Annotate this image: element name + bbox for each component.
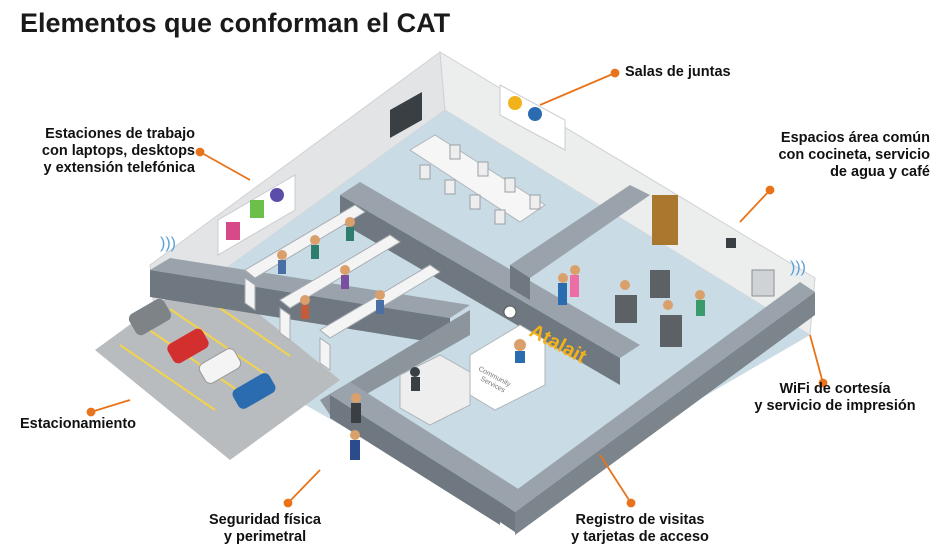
label-seguridad: Seguridad física y perimetral	[208, 512, 321, 545]
wifi-icon: )))	[160, 235, 176, 252]
label-wifi: WiFi de cortesía y servicio de impresión	[754, 381, 916, 414]
wall-right-top	[500, 282, 815, 512]
cafe-table	[660, 315, 682, 347]
car-icon	[167, 328, 209, 364]
security-guard	[350, 430, 360, 440]
grid-chart-icon	[250, 200, 264, 218]
label-estaciones: Estaciones de trabajo con laptops, deskt…	[41, 126, 195, 176]
wifi-icon: )))	[790, 259, 806, 276]
tv-screen	[390, 92, 422, 138]
label-salas: Salas de juntas	[625, 64, 731, 80]
clock-icon	[503, 305, 517, 319]
bookshelf	[652, 195, 678, 245]
wall-right-face	[500, 502, 515, 532]
pie-chart-icon	[508, 96, 522, 110]
callout-lines	[86, 68, 828, 508]
label-estacionamiento: Estacionamiento	[20, 416, 137, 432]
pie-chart-icon	[528, 107, 542, 121]
conference-table	[409, 134, 546, 223]
wall-front-left-face	[150, 270, 450, 345]
wall-right-outer	[515, 292, 815, 535]
car-icon	[198, 348, 242, 384]
car-icon	[232, 373, 276, 409]
page-title: Elementos que conforman el CAT	[20, 8, 451, 38]
divider-wall-diagonal	[510, 185, 650, 278]
label-registro: Registro de visitas y tarjetas de acceso	[571, 512, 709, 545]
coffee-icon	[726, 238, 736, 248]
receptionist	[514, 339, 526, 351]
printer-icon	[751, 269, 775, 297]
person-icon-group	[277, 217, 385, 319]
pie-chart-icon	[270, 188, 284, 202]
person-icon-group	[558, 265, 705, 316]
wall-front-top	[330, 382, 520, 502]
cafe-table	[650, 270, 670, 298]
car-icon	[128, 298, 172, 336]
bar-chart-icon	[226, 222, 240, 240]
cafe-table	[615, 295, 637, 323]
wall-front-face	[330, 395, 500, 525]
office-chair-row	[419, 144, 541, 225]
label-espacios: Espacios área común con cocineta, servic…	[778, 130, 930, 180]
divider-wall-diagonal-face	[510, 265, 530, 300]
divider-wall-horizontal-face	[340, 195, 620, 385]
divider-wall-horizontal	[340, 182, 640, 358]
